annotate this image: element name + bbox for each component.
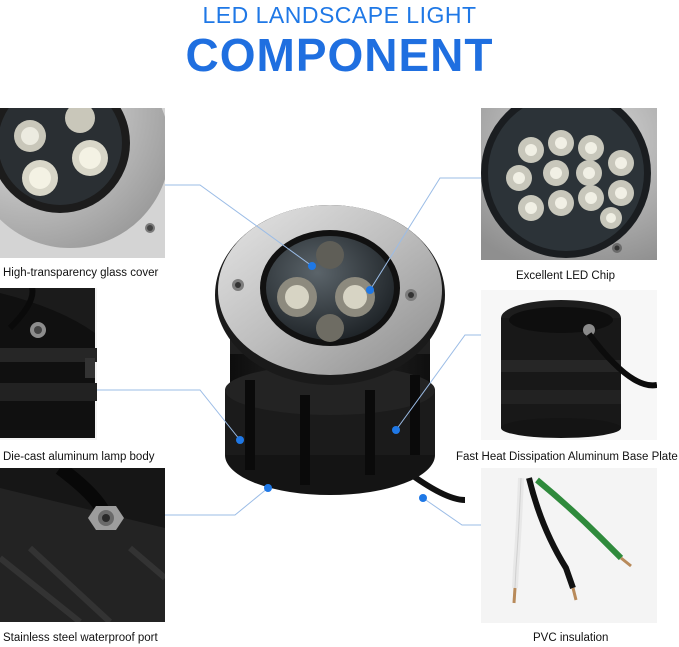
product-photo bbox=[205, 200, 465, 520]
caption-led-chip: Excellent LED Chip bbox=[516, 270, 616, 282]
caption-lamp-body: Die-cast aluminum lamp body bbox=[3, 451, 155, 463]
header-title: COMPONENT bbox=[185, 29, 494, 81]
pvc-insulation-photo bbox=[481, 468, 657, 623]
waterproof-port-photo bbox=[0, 468, 165, 622]
base-plate-photo bbox=[481, 290, 657, 440]
caption-glass-cover: High-transparency glass cover bbox=[3, 267, 159, 279]
caption-pvc-insulation: PVC insulation bbox=[533, 632, 609, 644]
header-subtitle: LED LANDSCAPE LIGHT bbox=[202, 2, 477, 28]
lamp-body-photo bbox=[0, 288, 97, 440]
glass-cover-photo bbox=[0, 108, 165, 258]
caption-waterproof-port: Stainless steel waterproof port bbox=[3, 632, 158, 644]
led-chip-photo bbox=[481, 108, 657, 260]
caption-base-plate: Fast Heat Dissipation Aluminum Base Plat… bbox=[456, 451, 678, 463]
